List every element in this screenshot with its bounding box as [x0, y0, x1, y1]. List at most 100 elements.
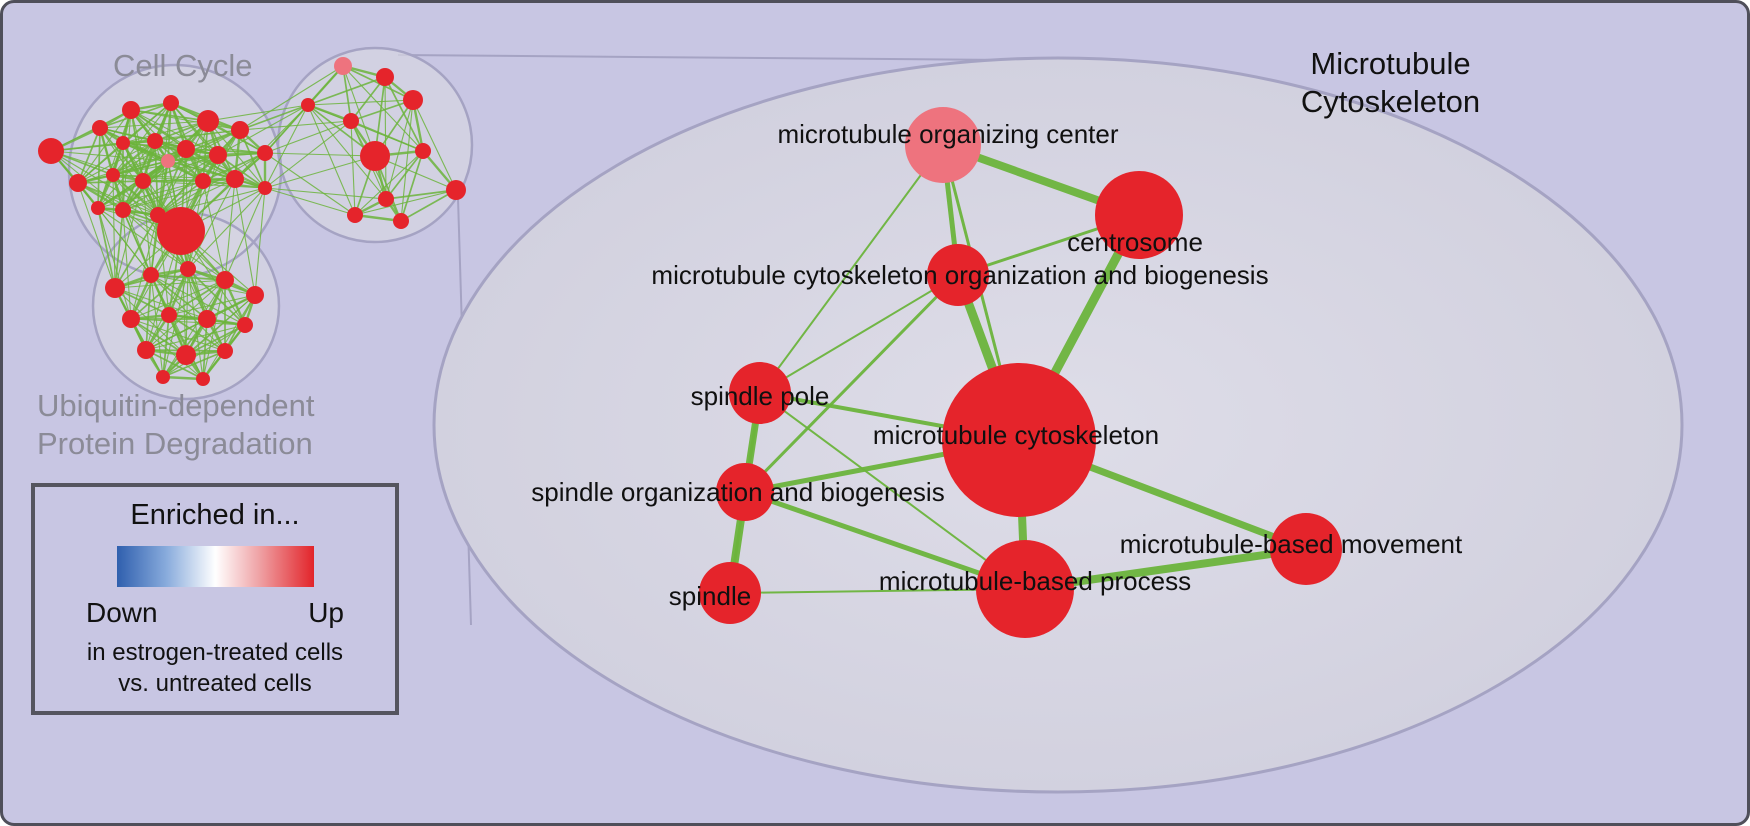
overview-node [301, 98, 315, 112]
overview-edge [350, 120, 402, 222]
node-mbm [1270, 513, 1342, 585]
overview-edge [150, 274, 164, 378]
overview-node [360, 141, 390, 171]
overview-node [157, 207, 205, 255]
overview-edge [122, 180, 204, 211]
node-centrosome [1095, 171, 1183, 259]
overview-edge [122, 178, 236, 211]
overview-edge [307, 104, 387, 200]
overview-edge [114, 214, 159, 289]
node-mco [927, 244, 989, 306]
overview-edge [97, 179, 144, 210]
overview-edge [130, 109, 204, 182]
cluster-label-cell-cycle: Cell Cycle [113, 48, 253, 83]
overview-edge [185, 148, 266, 189]
legend-gradient-bar [116, 546, 314, 587]
overview-edge [122, 120, 209, 144]
overview-node [38, 138, 64, 164]
overview-edge [342, 65, 352, 122]
overview-node [92, 120, 108, 136]
edge-mtoc-spindle_pole [759, 144, 944, 394]
overview-edge [145, 324, 246, 351]
overview-edge [112, 148, 187, 176]
overview-edge [130, 318, 187, 356]
overview-edge [234, 178, 256, 296]
overview-edge [264, 187, 387, 200]
overview-edge [154, 140, 204, 182]
overview-edge [217, 154, 266, 189]
overview-node [156, 370, 170, 384]
overview-edge [187, 187, 266, 270]
overview-node [161, 154, 175, 168]
overview-edge [224, 187, 266, 281]
legend-caption-line2: vs. untreated cells [118, 670, 312, 697]
overview-node [415, 143, 431, 159]
cluster-outline-microtubule-cytoskeleton-mini [276, 46, 474, 244]
overview-node [143, 267, 159, 283]
overview-edge [400, 150, 424, 222]
overview-node [334, 57, 352, 75]
overview-node [197, 110, 219, 132]
overview-edge [202, 294, 256, 380]
node-label-mbm: microtubule-based movement [1120, 529, 1463, 559]
overview-edge [202, 152, 266, 182]
legend-box: Enriched in... Down Up in estrogen-treat… [31, 483, 399, 715]
cluster-label-ubiquitin: Ubiquitin-dependent Protein Degradation [37, 388, 315, 461]
overview-node [115, 202, 131, 218]
overview-edge [264, 152, 356, 216]
zoom-connector-line [397, 54, 1009, 61]
overview-edge [187, 268, 226, 352]
overview-edge [157, 180, 204, 216]
overview-node [195, 173, 211, 189]
overview-node [147, 133, 163, 149]
overview-edge [97, 207, 132, 320]
overview-node [106, 168, 120, 182]
node-label-spindle_pole: spindle pole [691, 381, 830, 411]
overview-edge [264, 104, 309, 154]
overview-edge [162, 350, 226, 378]
overview-edge [114, 209, 124, 289]
overview-node [91, 201, 105, 215]
overview-edge [97, 180, 204, 209]
overview-edge [130, 318, 204, 380]
overview-node [122, 310, 140, 328]
node-label-spindle: spindle [669, 581, 751, 611]
overview-node [258, 181, 272, 195]
overview-node [105, 278, 125, 298]
node-label-mc: microtubule cytoskeleton [873, 420, 1159, 450]
overview-edge [254, 187, 266, 296]
overview-edge [97, 207, 116, 289]
overview-node [163, 95, 179, 111]
overview-edge [112, 174, 116, 289]
overview-node [237, 317, 253, 333]
node-mtoc [905, 107, 981, 183]
overview-edge [130, 268, 189, 320]
overview-edge [157, 178, 236, 216]
overview-edge [114, 287, 170, 316]
overview-edge [354, 189, 457, 216]
overview-edge [354, 150, 424, 216]
overview-edge [342, 65, 414, 101]
overview-node [257, 145, 273, 161]
node-label-centrosome: centrosome [1067, 227, 1203, 257]
overview-edge [162, 279, 226, 378]
overview-edge [239, 104, 309, 131]
overview-node [137, 341, 155, 359]
overview-node [343, 113, 359, 129]
overview-edge [239, 65, 344, 131]
legend-down-label: Down [86, 597, 158, 628]
overview-edge [168, 279, 226, 316]
overview-edge [207, 104, 309, 122]
overview-edge [77, 109, 132, 184]
overview-node [180, 261, 196, 277]
overview-edge [112, 160, 169, 176]
overview-edge [145, 318, 208, 351]
overview-node [217, 343, 233, 359]
overview-node [378, 191, 394, 207]
overview-edge [385, 99, 414, 200]
overview-node [376, 68, 394, 86]
overview-edge [77, 182, 159, 216]
overview-node [226, 170, 244, 188]
network-graphic: microtubule organizing centercentrosomem… [38, 46, 1684, 794]
edge-spindle_pole-mbp [759, 392, 1026, 590]
